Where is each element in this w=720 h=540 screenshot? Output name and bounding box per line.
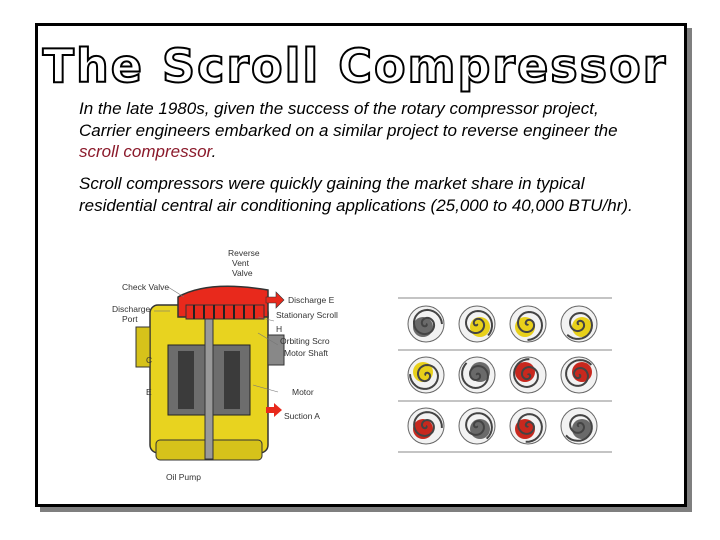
label-discharge-e: Discharge E (288, 295, 335, 305)
scroll-spiral (517, 413, 543, 443)
scroll-cell-1-1 (458, 356, 496, 394)
scroll-cell-2-2 (509, 407, 547, 445)
scroll-spiral (566, 311, 594, 340)
scroll-spiral (461, 362, 489, 390)
label-discharge-port-1: Discharge (112, 304, 151, 314)
side-fitting (135, 326, 151, 368)
scroll-spiral (464, 309, 494, 337)
label-check-valve: Check Valve (122, 282, 169, 292)
motor-shaft (204, 318, 214, 460)
slide-title-text: The Scroll Compressor (43, 39, 668, 93)
scroll-cell-2-1 (458, 407, 496, 445)
compressor-diagram: Reverse Vent Valve Check Valve Discharge… (112, 248, 338, 482)
label-suction-a: Suction A (284, 411, 320, 421)
scroll-cell-0-0 (407, 305, 445, 343)
scroll-cell-2-3 (560, 407, 598, 445)
scroll-cell-2-0 (407, 407, 445, 445)
label-discharge-port-2: Port (122, 314, 138, 324)
label-reverse-vent-valve-1: Reverse (228, 248, 260, 258)
scroll-spiral (413, 308, 443, 336)
scroll-spiral (413, 411, 443, 437)
scroll-cell-0-2 (509, 305, 547, 343)
label-reverse-vent-valve-3: Valve (232, 268, 253, 278)
label-oil-pump: Oil Pump (166, 472, 201, 482)
scroll-sequence-grid (398, 297, 612, 453)
label-orbiting-scroll: Orbiting Scro (280, 336, 330, 346)
scroll-cell-1-3 (560, 356, 598, 394)
scroll-spiral (513, 358, 539, 389)
slide-title: The Scroll Compressor (42, 38, 668, 94)
label-stationary-scroll: Stationary Scroll (276, 310, 338, 320)
scroll-spiral (565, 414, 593, 442)
label-e: E (146, 387, 152, 397)
discharge-arrow-icon (265, 291, 285, 309)
label-c: C (146, 355, 152, 365)
label-motor-shaft: Motor Shaft (284, 348, 329, 358)
paragraph-1-text: In the late 1980s, given the success of … (79, 99, 618, 140)
scroll-spiral (516, 310, 544, 341)
scroll-cell-0-3 (560, 305, 598, 343)
label-h: H (276, 324, 282, 334)
scroll-spiral (409, 363, 440, 390)
motor-winding-left (178, 351, 194, 409)
scroll-cell-0-1 (458, 305, 496, 343)
paragraph-1-end: . (211, 142, 217, 161)
label-motor: Motor (292, 387, 314, 397)
scroll-cell-1-0 (407, 356, 445, 394)
label-reverse-vent-valve-2: Vent (232, 258, 250, 268)
suction-fitting (267, 334, 285, 366)
scroll-spiral (565, 359, 593, 387)
motor-winding-right (224, 351, 240, 409)
paragraph-2: Scroll compressors were quickly gaining … (79, 174, 633, 215)
scroll-compressor-highlight: scroll compressor (79, 142, 212, 161)
scroll-spiral (465, 412, 493, 440)
paragraph-1: In the late 1980s, given the success of … (79, 98, 639, 163)
scroll-cell-1-2 (509, 356, 547, 394)
suction-arrow-icon (266, 403, 282, 417)
